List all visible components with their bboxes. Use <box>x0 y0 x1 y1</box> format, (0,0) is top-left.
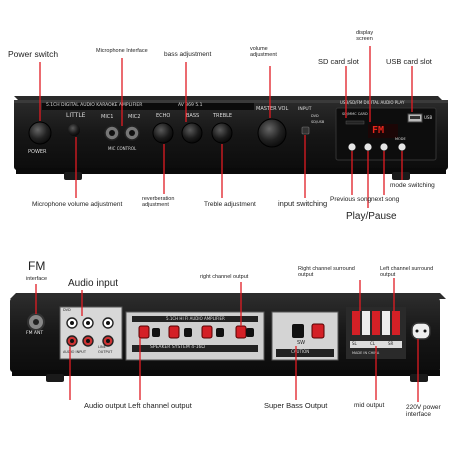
mode-button <box>398 143 406 151</box>
master-vol-text: MASTER VOL <box>256 106 289 112</box>
label-next-song: next song <box>371 196 400 203</box>
rear-foot-right <box>410 374 428 382</box>
treble-knob <box>211 122 233 144</box>
input-dvd-text: DVD <box>311 114 319 118</box>
rear-model-text: 5.1CH HI FI AUDIO AMPLIFIER <box>166 316 225 321</box>
echo-text: ECHO <box>156 113 171 119</box>
label-power-interface: 220V power interface <box>406 404 441 419</box>
surround-terminals <box>352 311 400 335</box>
treble-text: TREBLE <box>213 113 233 119</box>
sr-text: SR <box>388 341 394 346</box>
input-switch-button <box>301 126 310 135</box>
next-button <box>380 143 388 151</box>
speaker-system-text: SPEAKER SYSTEM 4-16Ω <box>150 345 205 350</box>
label-input-switching: input switching <box>278 199 328 208</box>
label-treble-adjustment: Treble adjustment <box>204 201 256 208</box>
usb-play-text: USB/SD/FM DIGITAL AUDIO PLAY <box>340 100 405 105</box>
prev-button <box>348 143 356 151</box>
label-bass-adjustment: bass adjustment <box>164 51 212 58</box>
power-text: POWER <box>28 149 47 155</box>
label-mic-interface: Microphone Interface <box>96 48 148 54</box>
rear-foot-left <box>46 374 64 382</box>
power-knob <box>28 121 52 145</box>
sd-slot <box>345 120 365 125</box>
usb-text: USB <box>424 115 433 120</box>
echo-knob <box>152 122 174 144</box>
label-left-channel-surround: Left channel surround output <box>380 266 434 279</box>
speaker-terminals <box>138 325 254 339</box>
audio-input-tag: AUDIO INPUT <box>63 350 87 354</box>
little-text: LITTLE <box>66 112 86 119</box>
rear-unit-lid <box>10 293 446 299</box>
label-audio-input: Audio input <box>68 278 119 289</box>
mic2-text: MIC2 <box>128 114 141 120</box>
bass-knob <box>181 122 203 144</box>
bass-text: BASS <box>186 113 200 119</box>
label-super-bass-output: Super Bass Output <box>264 401 328 410</box>
fm-ant-text: FM ANT <box>26 331 44 336</box>
label-reverberation-adjustment: reverberation adjustment <box>142 196 175 209</box>
play-pause-button <box>364 143 372 151</box>
label-right-channel-surround: Right channel surround output <box>298 266 355 279</box>
label-sd-card-slot: SD card slot <box>318 57 359 66</box>
label-right-channel-output: right channel output <box>200 274 249 280</box>
dvd-tag: DVD <box>63 308 71 312</box>
mic-control-text: MIC CONTROL <box>108 146 137 151</box>
label-display-screen: display screen <box>356 30 374 43</box>
label-volume-adjustment: volume adjustment <box>250 46 277 59</box>
label-mid-output: mid output <box>354 402 385 409</box>
label-fm-interface: interface <box>26 276 48 282</box>
label-mic-volume-adjustment: Microphone volume adjustment <box>32 201 123 208</box>
input-text: INPUT <box>298 107 312 112</box>
mic-volume-knob <box>68 124 80 136</box>
display-readout: FM <box>372 125 385 136</box>
master-volume-knob <box>257 118 287 148</box>
sdmmc-text: SD/MMC CARD <box>342 112 368 116</box>
label-play-pause: Play/Pause <box>346 211 397 222</box>
front-model-text: 5.1CH DIGITAL AUDIO KARAOKE AMPLIFIER <box>46 103 143 108</box>
label-left-channel-output: Left channel output <box>128 401 192 410</box>
label-fm-title: FM <box>28 259 46 273</box>
label-mode-switching: mode switching <box>390 182 435 189</box>
front-foot-right <box>392 172 410 180</box>
mic1-text: MIC1 <box>101 114 114 120</box>
line-tag: LINE <box>98 345 106 349</box>
label-audio-output: Audio output <box>84 401 127 410</box>
mode-text: MODE <box>395 137 406 141</box>
front-model-strip <box>42 103 254 110</box>
input-sd-text: SD/USB <box>311 120 325 124</box>
sl-text: SL <box>352 341 357 346</box>
cl-text: CL <box>370 341 376 346</box>
sw-text: SW <box>297 340 306 346</box>
output-tag: OUTPUT <box>98 350 113 354</box>
made-in-text: MADE IN CHINA <box>352 351 380 355</box>
front-foot-left <box>64 172 82 180</box>
front-model-text-2: AV 369 5.1 <box>178 103 203 108</box>
caution-text: CAUTION <box>291 349 310 354</box>
label-power-switch: Power switch <box>8 49 59 59</box>
rca-jacks <box>66 317 114 347</box>
power-inlet <box>411 322 431 340</box>
label-usb-card-slot: USB card slot <box>386 57 432 66</box>
display-window <box>368 124 398 138</box>
label-previous-song: Previous song <box>330 196 372 203</box>
